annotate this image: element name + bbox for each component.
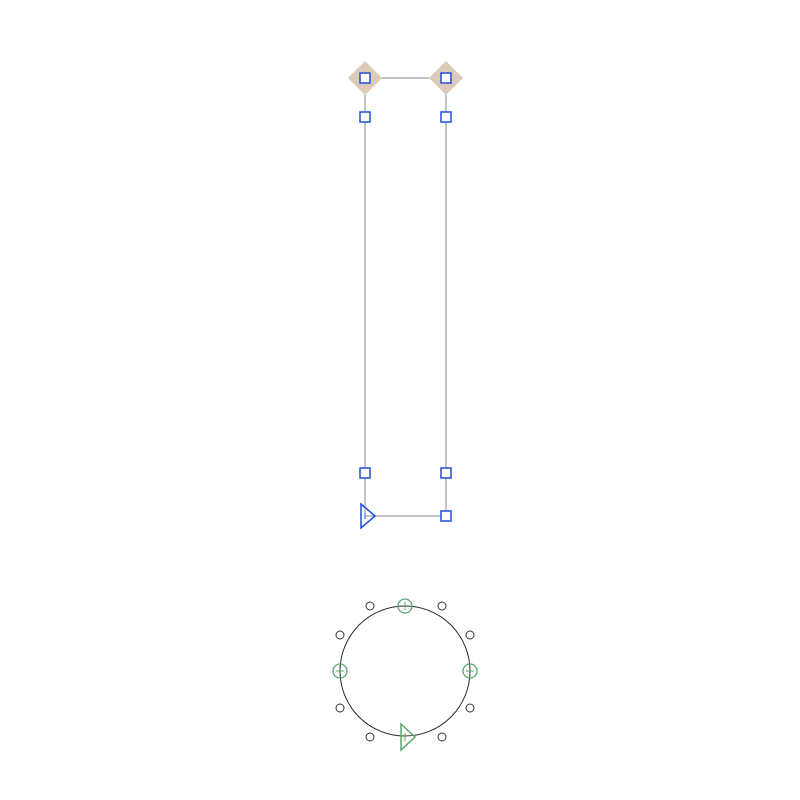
control-point-right-upper[interactable] bbox=[465, 630, 475, 640]
handle-bottom-right-up[interactable] bbox=[440, 467, 452, 479]
control-point-top-left[interactable] bbox=[365, 601, 375, 611]
control-point-top-right[interactable] bbox=[437, 601, 447, 611]
circle-anchor-right[interactable] bbox=[462, 663, 478, 679]
circle-path[interactable] bbox=[332, 598, 478, 752]
handle-top-left-down[interactable] bbox=[359, 111, 371, 123]
circle-anchor-top[interactable] bbox=[397, 598, 413, 614]
path-start-triangle[interactable] bbox=[360, 502, 377, 530]
circle-anchor-left[interactable] bbox=[332, 663, 348, 679]
control-point-bottom-right[interactable] bbox=[437, 732, 447, 742]
anchor-top-left[interactable] bbox=[359, 72, 371, 84]
control-point-right-lower[interactable] bbox=[465, 703, 475, 713]
circle-start-triangle[interactable] bbox=[400, 722, 417, 752]
rectangle-path[interactable] bbox=[348, 61, 463, 530]
handle-top-right-down[interactable] bbox=[440, 111, 452, 123]
circle-outline bbox=[339, 605, 471, 737]
control-point-left-lower[interactable] bbox=[335, 703, 345, 713]
handle-bottom-left-up[interactable] bbox=[359, 467, 371, 479]
control-point-bottom-left[interactable] bbox=[365, 732, 375, 742]
anchor-bottom-right[interactable] bbox=[440, 510, 452, 522]
control-point-left-upper[interactable] bbox=[335, 630, 345, 640]
anchor-top-right[interactable] bbox=[440, 72, 452, 84]
